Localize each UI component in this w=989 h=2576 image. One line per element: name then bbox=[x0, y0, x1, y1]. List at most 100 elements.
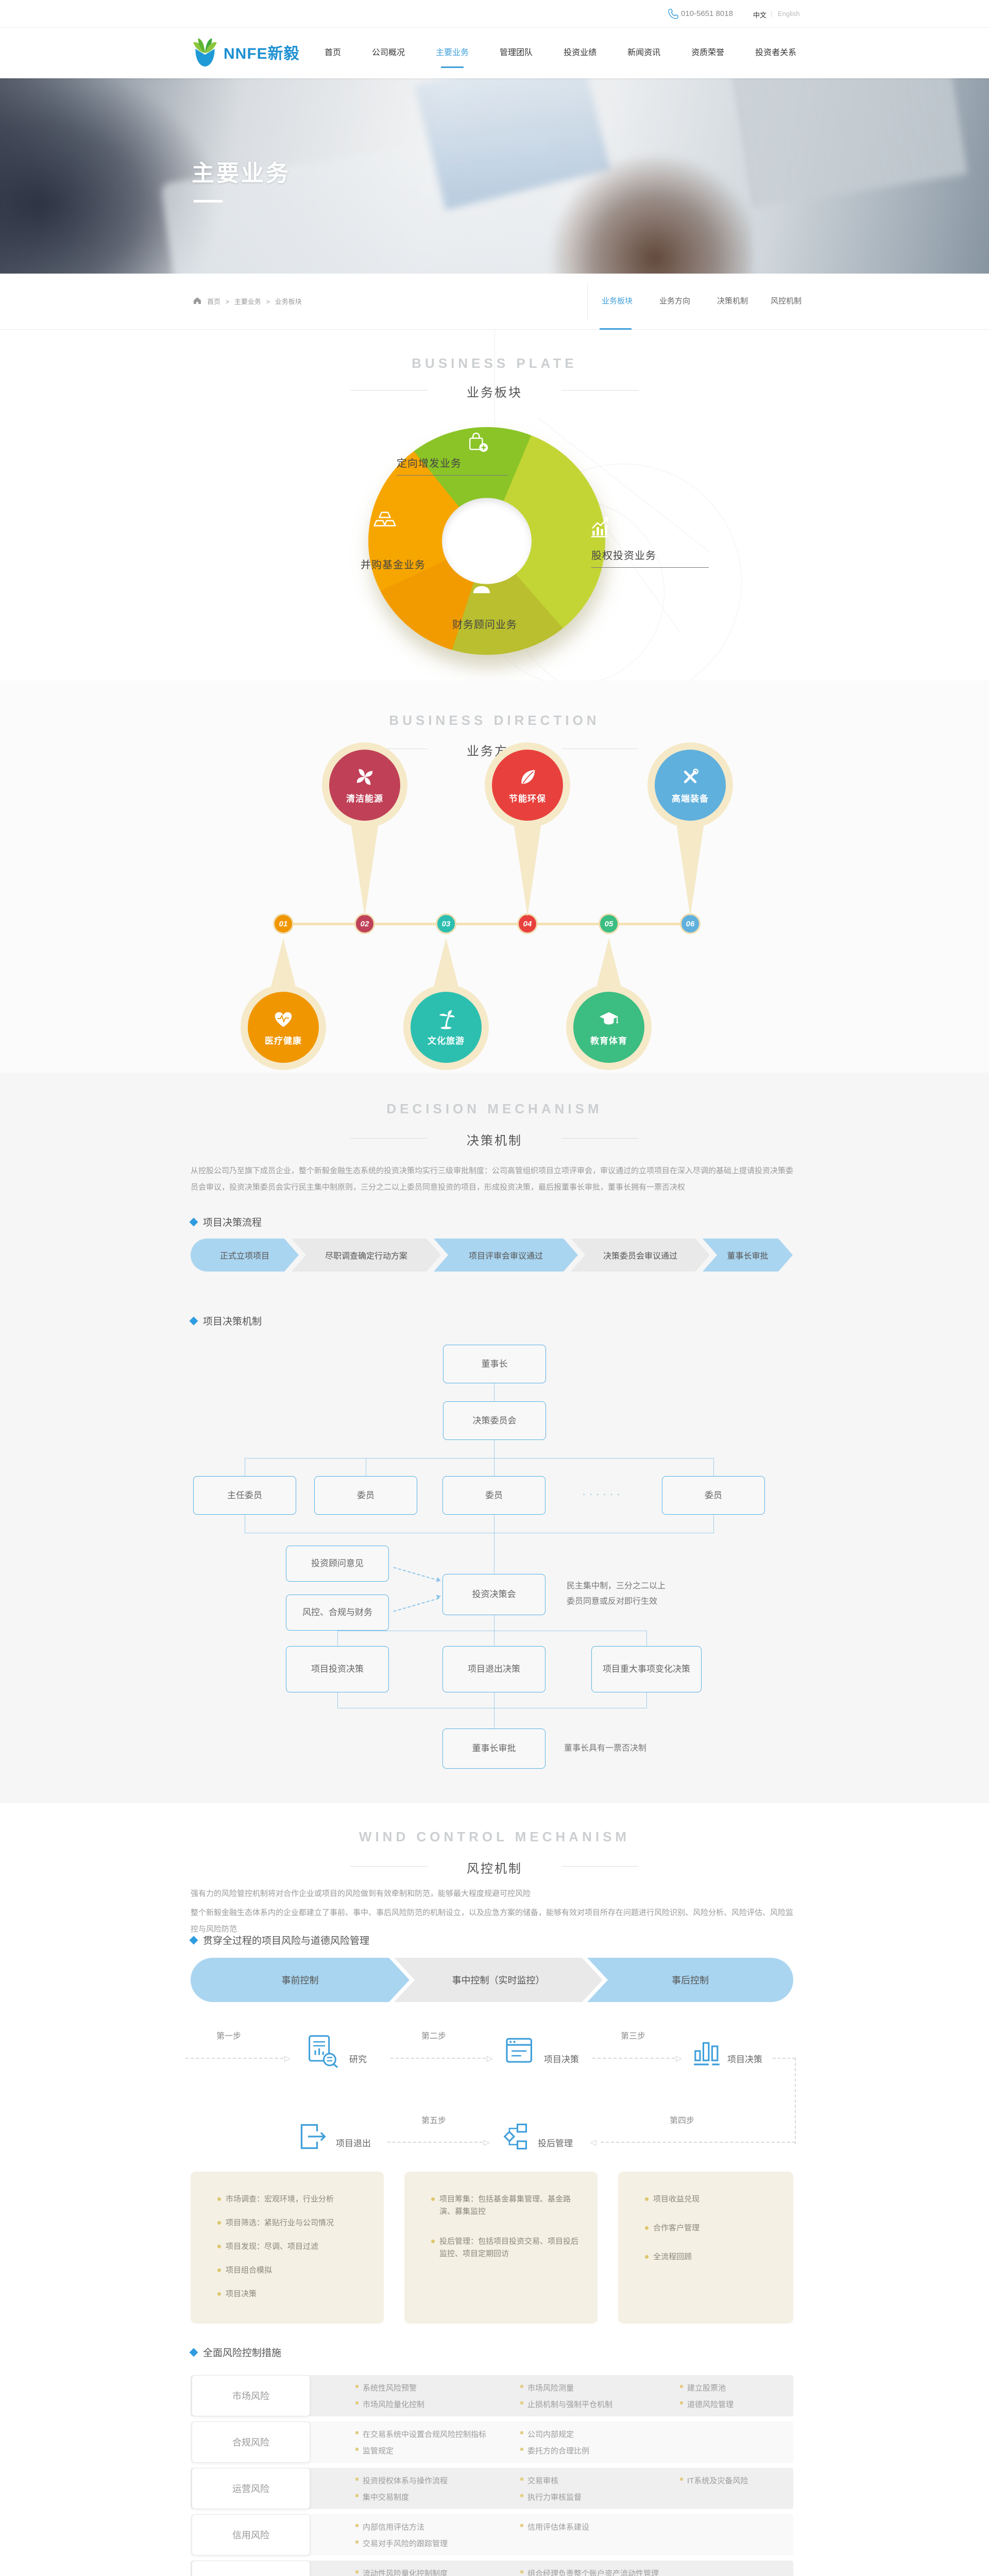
dashed-line-vertical bbox=[795, 2058, 796, 2144]
pin-label: 高端装备 bbox=[672, 794, 709, 804]
risk-item: 建立股票池 bbox=[680, 2382, 726, 2393]
connector bbox=[337, 1692, 338, 1708]
arrowhead-icon bbox=[436, 1594, 442, 1600]
timeline-dot-05: 05 bbox=[599, 913, 619, 934]
diamond-icon bbox=[189, 2348, 198, 2357]
risk-row-label: 运营风险 bbox=[192, 2468, 310, 2509]
lang-switch-zh[interactable]: 中文 bbox=[753, 11, 767, 19]
plate-subline-right bbox=[561, 390, 639, 391]
connector bbox=[713, 1515, 714, 1533]
card-during-investment: 项目筹集：包括基金募集管理、基金路演、募集监控 投后管理：包括项目投资交易、项目… bbox=[404, 2172, 598, 2324]
risk-item: 止损机制与强制平仓机制 bbox=[520, 2399, 612, 2410]
arrowhead-icon bbox=[436, 1577, 442, 1583]
risk-row-operations: 运营风险 投资授权体系与操作流程 集中交易制度 交易审核 执行力审核监督 IT系… bbox=[191, 2468, 793, 2509]
flow-step-1: 正式立项项目 bbox=[191, 1239, 299, 1272]
tab-active-underline bbox=[600, 328, 632, 330]
breadcrumb-home[interactable]: 首页 bbox=[207, 298, 221, 306]
plate-title-en: BUSINESS PLATE bbox=[412, 355, 577, 371]
plate-label-private-placement: 定向增发业务 bbox=[397, 455, 508, 476]
decision-title-en: DECISION MECHANISM bbox=[386, 1101, 603, 1116]
arrow-right-icon: ▷ bbox=[676, 2054, 682, 2063]
lang-switch-en[interactable]: English bbox=[778, 10, 800, 18]
pin-core: 清洁能源 bbox=[329, 750, 400, 821]
org-invest-decision-box: 项目投资决策 bbox=[286, 1646, 389, 1692]
page-title: 主要业务 bbox=[192, 161, 291, 186]
logo[interactable]: NNFE新毅 bbox=[192, 37, 300, 67]
node-research: 研究 bbox=[349, 2055, 367, 2064]
card-item: 合作客户管理 bbox=[645, 2222, 793, 2234]
card-item: 项目发现：尽调、项目过滤 bbox=[217, 2241, 384, 2253]
timeline-dot-01: 01 bbox=[273, 913, 294, 934]
leaf-icon bbox=[521, 770, 535, 784]
tab-business-direction[interactable]: 业务方向 bbox=[659, 297, 691, 306]
pin-label: 节能环保 bbox=[509, 794, 546, 804]
risk-item: 交易对手风险的跟踪管理 bbox=[355, 2538, 448, 2549]
decision-subline-right bbox=[561, 1138, 639, 1139]
org-members-ellipsis: ······ bbox=[582, 1487, 623, 1500]
nav-honors[interactable]: 资质荣誉 bbox=[691, 48, 725, 57]
dashed-line bbox=[387, 2142, 483, 2143]
section-business-direction: BUSINESS DIRECTION 业务方向 01 02 03 04 05 0… bbox=[0, 681, 989, 1073]
pin-core: 高端装备 bbox=[655, 750, 726, 821]
decision-org-heading: 项目决策机制 bbox=[189, 1314, 262, 1328]
gold-ingots-icon bbox=[373, 512, 396, 527]
breadcrumb-section[interactable]: 主要业务 bbox=[234, 298, 261, 306]
main-nav: 首页 公司概况 主要业务 管理团队 投资业绩 新闻资讯 资质荣誉 投资者关系 bbox=[325, 28, 796, 78]
wind-title-cn: 风控机制 bbox=[467, 1862, 522, 1876]
timeline-dot-03: 03 bbox=[436, 913, 456, 934]
wind-risk-heading-label: 全面风险控制措施 bbox=[203, 2348, 282, 2359]
org-chairman-box: 董事长 bbox=[443, 1345, 546, 1383]
connector bbox=[245, 1458, 714, 1459]
org-chief-member-box: 主任委员 bbox=[193, 1476, 296, 1515]
plate-title-cn: 业务板块 bbox=[467, 386, 522, 400]
org-committee-box: 决策委员会 bbox=[443, 1401, 546, 1440]
breadcrumb: 首页 > 主要业务 > 业务板块 bbox=[207, 296, 305, 306]
risk-row-liquidity: 流动性风险 流动性风险量化控制制度 运用风险管理信息系统监测股票组合的流动性 组… bbox=[191, 2561, 793, 2576]
step-label-1: 第一步 bbox=[216, 2032, 242, 2041]
growth-chart-icon bbox=[591, 517, 608, 537]
pin-core: 教育体育 bbox=[573, 992, 644, 1063]
nav-performance[interactable]: 投资业绩 bbox=[564, 48, 597, 57]
risk-item: 组合经理负责整个账户资产流动性管理 bbox=[520, 2568, 659, 2576]
wind-subline-left bbox=[350, 1866, 428, 1867]
risk-item: 集中交易制度 bbox=[355, 2492, 409, 2502]
post-investment-icon bbox=[503, 2123, 527, 2150]
main-header: NNFE新毅 首页 公司概况 主要业务 管理团队 投资业绩 新闻资讯 资质荣誉 … bbox=[0, 28, 989, 78]
nav-investor-relations[interactable]: 投资者关系 bbox=[755, 48, 797, 57]
pinwheel-icon bbox=[356, 769, 373, 785]
plate-subline-left bbox=[350, 390, 428, 391]
tab-business-plate[interactable]: 业务板块 bbox=[602, 297, 633, 306]
flow-step-5: 董事长审批 bbox=[703, 1239, 793, 1272]
hero-banner: 主要业务 bbox=[0, 78, 989, 274]
arrow-left-icon: ◁ bbox=[590, 2138, 596, 2147]
card-post-investment: 项目收益兑现 合作客户管理 全流程回顾 bbox=[618, 2172, 793, 2324]
tab-wind-control[interactable]: 风控机制 bbox=[771, 297, 802, 306]
tab-decision-mechanism[interactable]: 决策机制 bbox=[717, 297, 748, 306]
timeline bbox=[281, 923, 693, 925]
nav-news[interactable]: 新闻资讯 bbox=[627, 48, 661, 57]
risk-item: 公司内部规定 bbox=[520, 2429, 574, 2439]
nav-main-business-label: 主要业务 bbox=[436, 48, 469, 57]
nav-company[interactable]: 公司概况 bbox=[372, 48, 405, 57]
nav-home[interactable]: 首页 bbox=[325, 48, 342, 57]
card-item: 全流程回顾 bbox=[645, 2251, 793, 2263]
risk-item: 执行力审核监督 bbox=[520, 2492, 582, 2502]
nav-team[interactable]: 管理团队 bbox=[500, 48, 533, 57]
wind-subline-right bbox=[561, 1866, 639, 1867]
risk-item: 信用评估体系建设 bbox=[520, 2521, 589, 2532]
timeline-dot-04: 04 bbox=[517, 913, 538, 934]
dashed-line bbox=[185, 2058, 283, 2059]
consultant-icon bbox=[473, 574, 490, 594]
pin-core: 节能环保 bbox=[492, 750, 563, 821]
topbar: 010-5651 8018 中文 | English bbox=[0, 0, 989, 28]
card-item: 项目收益兑现 bbox=[645, 2193, 793, 2206]
decision-subline-left bbox=[350, 1138, 428, 1139]
dashed-line bbox=[592, 2058, 675, 2059]
decision-org-heading-label: 项目决策机制 bbox=[203, 1316, 262, 1327]
org-exit-decision-box: 项目退出决策 bbox=[442, 1646, 545, 1692]
nav-main-business[interactable]: 主要业务 bbox=[436, 28, 469, 78]
pin-label: 文化旅游 bbox=[428, 1036, 465, 1046]
risk-row-label: 市场风险 bbox=[192, 2375, 310, 2416]
home-icon[interactable] bbox=[193, 296, 202, 306]
breadcrumb-sep: > bbox=[225, 298, 230, 306]
